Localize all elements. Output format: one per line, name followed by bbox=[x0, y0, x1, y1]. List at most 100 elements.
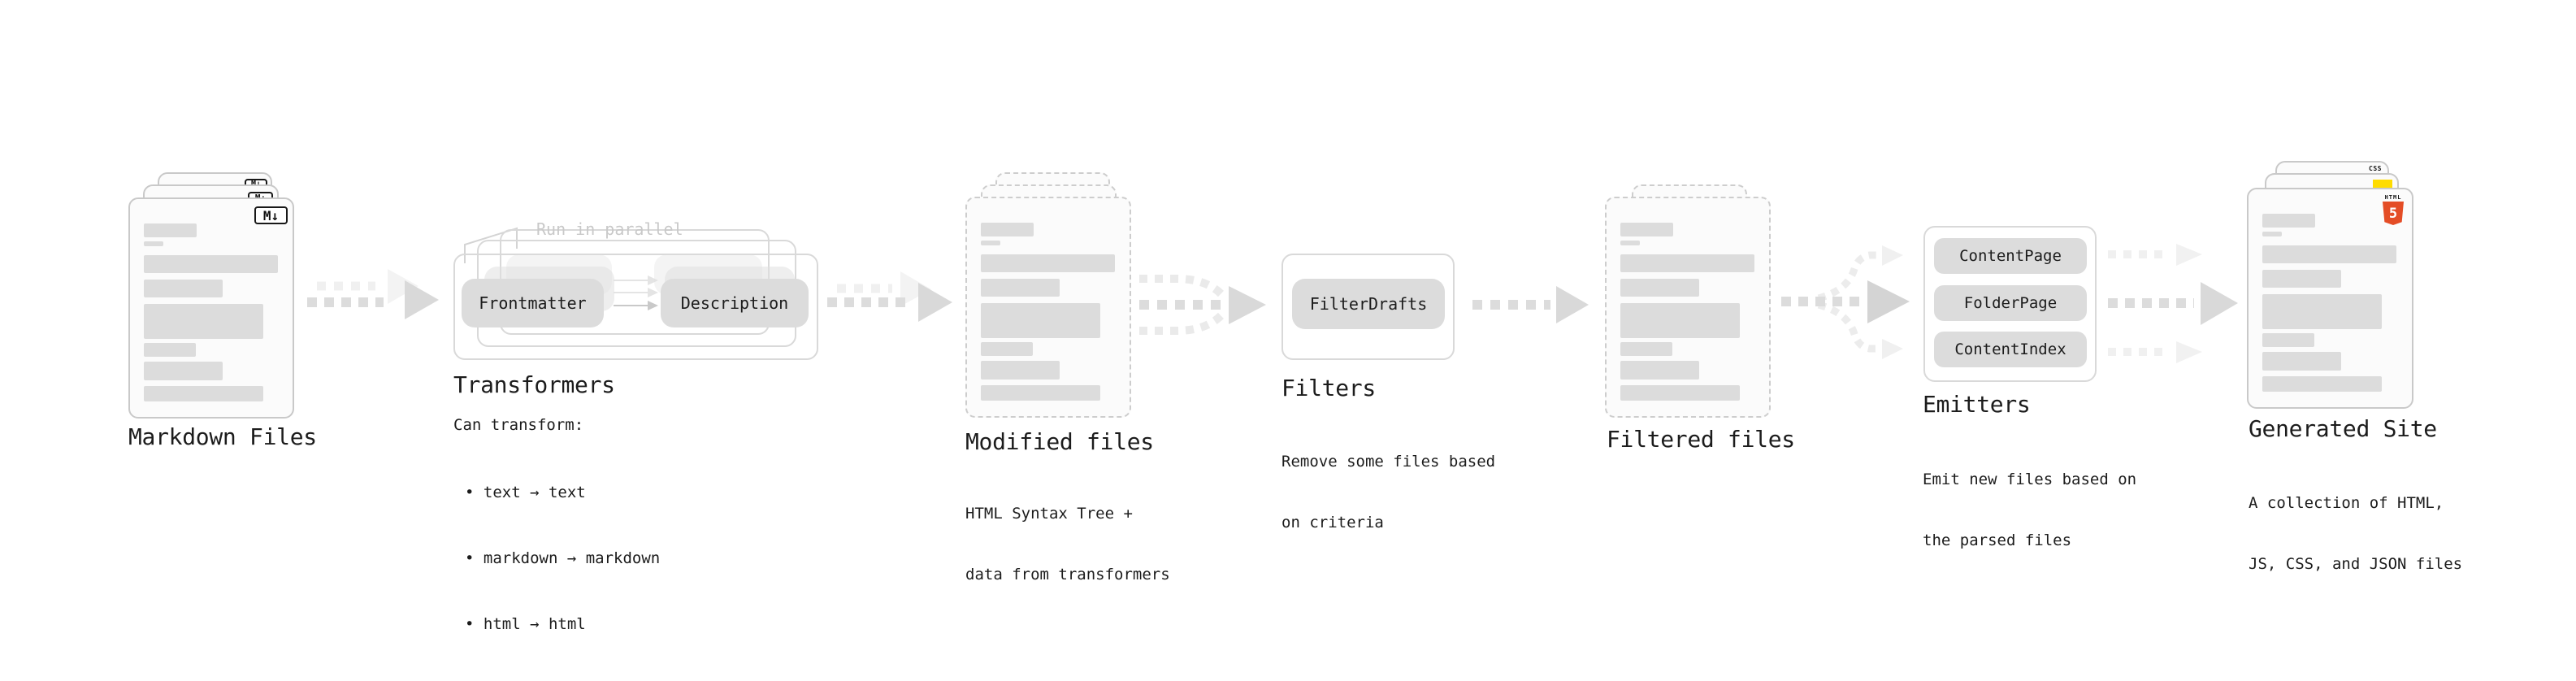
doc-line bbox=[981, 279, 1060, 297]
bullet-item: • markdown → markdown bbox=[465, 549, 661, 567]
arrow-head bbox=[1867, 280, 1910, 323]
doc-line bbox=[2262, 270, 2341, 288]
doc-line bbox=[2262, 333, 2314, 347]
arrow-head-faint bbox=[2176, 341, 2202, 363]
doc-line bbox=[981, 303, 1100, 338]
doc-line bbox=[981, 385, 1100, 401]
arrow-filtered-to-emitters-fanout bbox=[1781, 245, 1910, 359]
arrow-emitters-to-generated bbox=[2108, 244, 2238, 363]
arrow-head bbox=[1229, 286, 1266, 324]
merge-curve-bottom bbox=[1139, 312, 1225, 335]
parallel-arrows-icon bbox=[614, 275, 658, 310]
stage-title-emitters: Emitters bbox=[1923, 391, 2031, 418]
filtered-file-card bbox=[1605, 197, 1771, 418]
run-in-parallel-annotation: Run in parallel bbox=[536, 219, 683, 239]
html5-icon-shield: 5 bbox=[2383, 202, 2404, 225]
chip-label: Frontmatter bbox=[479, 293, 587, 313]
doc-line bbox=[2262, 214, 2315, 228]
chip-label: FilterDrafts bbox=[1309, 294, 1428, 314]
markdown-icon: M↓ bbox=[254, 206, 288, 224]
arrow-head bbox=[1556, 286, 1589, 323]
arrow-head-faint bbox=[900, 271, 931, 306]
arrow-head bbox=[918, 283, 952, 322]
merge-curve-top bbox=[1139, 275, 1225, 297]
doc-line bbox=[2262, 376, 2382, 392]
arrow-transformers-to-modified bbox=[827, 271, 952, 322]
emitter-chip-contentindex: ContentIndex bbox=[1934, 332, 2087, 367]
javascript-icon bbox=[2373, 180, 2392, 189]
doc-line bbox=[1620, 385, 1740, 401]
arrow-markdown-to-transformers bbox=[307, 269, 439, 319]
doc-line bbox=[981, 254, 1115, 272]
markdown-icon-label: M↓ bbox=[262, 207, 280, 223]
doc-line bbox=[2262, 245, 2396, 263]
doc-line bbox=[1620, 361, 1699, 380]
emitters-box bbox=[1923, 226, 2097, 382]
filters-box bbox=[1281, 254, 1455, 360]
doc-line bbox=[981, 223, 1034, 236]
doc-line bbox=[144, 280, 223, 297]
html5-icon: HTML 5 bbox=[2383, 194, 2404, 225]
doc-line bbox=[1620, 254, 1754, 272]
markdown-icon-label: M↓ bbox=[251, 180, 261, 188]
doc-line bbox=[1620, 279, 1699, 297]
doc-line bbox=[144, 386, 263, 401]
chip-label: ContentIndex bbox=[1954, 340, 2066, 358]
doc-line bbox=[1620, 342, 1672, 356]
arrow-head bbox=[405, 280, 439, 319]
description-line: JS, CSS, and JSON files bbox=[2249, 555, 2463, 573]
description-line: A collection of HTML, bbox=[2249, 494, 2444, 512]
description-line: HTML Syntax Tree + bbox=[965, 505, 1133, 523]
chip-label: Description bbox=[680, 293, 789, 313]
doc-line bbox=[2262, 294, 2382, 329]
html5-icon-word: HTML bbox=[2384, 194, 2402, 201]
transformers-subtitle: Can transform: bbox=[453, 416, 584, 434]
css-icon-label: CSS bbox=[2369, 165, 2382, 172]
arrow-head bbox=[2201, 282, 2238, 325]
fanout-curve-bottom bbox=[1817, 301, 1879, 353]
description-line: the parsed files bbox=[1923, 531, 2072, 549]
doc-line bbox=[2262, 352, 2341, 371]
arrow-head-faint bbox=[1882, 339, 1903, 359]
transformer-chip-description: Description bbox=[661, 279, 809, 327]
arrow-filters-to-filtered bbox=[1472, 286, 1589, 323]
description-line: Remove some files based bbox=[1281, 453, 1496, 471]
bullet-item: • text → text bbox=[465, 484, 586, 501]
fanout-curve-top bbox=[1817, 251, 1879, 302]
doc-line bbox=[1620, 223, 1673, 236]
modified-file-card bbox=[965, 197, 1131, 418]
doc-line bbox=[2262, 232, 2282, 236]
stage-title-generated-site: Generated Site bbox=[2249, 415, 2437, 442]
arrow-head-faint bbox=[1882, 245, 1903, 266]
filters-description: Remove some files based on criteria bbox=[1281, 411, 1495, 574]
doc-line bbox=[144, 223, 197, 237]
emitters-description: Emit new files based on the parsed files bbox=[1923, 429, 2136, 592]
arrow-modified-to-filters-merge bbox=[1139, 275, 1266, 335]
generated-site-description: A collection of HTML, JS, CSS, and JSON … bbox=[2249, 453, 2462, 615]
bullet-item: • html → html bbox=[465, 615, 586, 633]
description-line: data from transformers bbox=[965, 566, 1170, 583]
doc-line bbox=[144, 304, 263, 339]
generated-html-file-card: HTML 5 bbox=[2247, 188, 2413, 409]
chip-label: FolderPage bbox=[1963, 294, 2058, 312]
emitter-chip-contentpage: ContentPage bbox=[1934, 238, 2087, 274]
doc-line bbox=[1620, 241, 1640, 245]
arrow-head-faint bbox=[388, 269, 418, 304]
doc-line bbox=[1620, 303, 1740, 338]
stage-title-transformers: Transformers bbox=[453, 371, 615, 398]
doc-line bbox=[981, 342, 1033, 356]
stage-title-filtered-files: Filtered files bbox=[1607, 426, 1795, 453]
transformers-bullet-list: • text → text • markdown → markdown • ht… bbox=[465, 438, 660, 679]
doc-line bbox=[144, 362, 223, 380]
description-line: on criteria bbox=[1281, 514, 1384, 531]
doc-line bbox=[981, 361, 1060, 380]
filter-chip-filterdrafts: FilterDrafts bbox=[1292, 279, 1445, 329]
doc-line bbox=[144, 255, 278, 273]
stage-title-markdown-files: Markdown Files bbox=[128, 423, 317, 450]
doc-line bbox=[144, 343, 196, 357]
emitter-chip-folderpage: FolderPage bbox=[1934, 285, 2087, 321]
stage-title-modified-files: Modified files bbox=[965, 428, 1154, 455]
markdown-file-card: M↓ bbox=[128, 197, 294, 419]
